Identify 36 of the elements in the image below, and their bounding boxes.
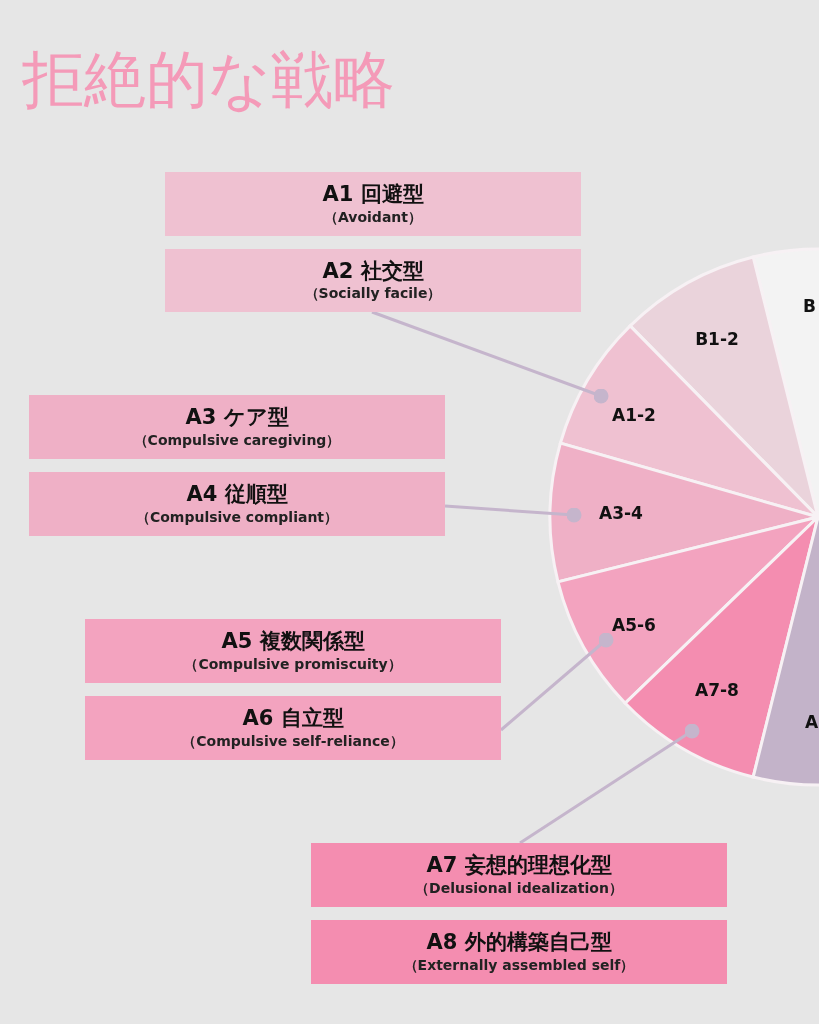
leader-line <box>519 723 700 845</box>
label-box <box>165 172 581 236</box>
slice-label: A5-6 <box>612 615 656 635</box>
english-subtitle: （Compulsive caregiving） <box>133 430 341 449</box>
type-heading: A3 ケア型 <box>185 405 289 431</box>
slice-label: A3-4 <box>599 503 643 523</box>
english-subtitle: （Compulsive compliant） <box>135 507 339 526</box>
english-subtitle: （Avoidant） <box>324 207 422 226</box>
english-subtitle: （Externally assembled self） <box>403 955 635 974</box>
title: 拒絶的な戦略 <box>22 42 395 118</box>
label-box <box>311 843 727 907</box>
label-box <box>85 696 501 760</box>
type-heading: A2 社交型 <box>322 258 424 284</box>
english-subtitle: （Socially facile） <box>304 284 442 303</box>
leader-line <box>444 504 582 523</box>
type-heading: A1 回避型 <box>322 182 424 208</box>
type-heading: A7 妄想的理想化型 <box>426 853 612 879</box>
slice-label: A <box>805 712 819 732</box>
label-box <box>165 249 581 312</box>
slice-label: B1-2 <box>695 329 739 349</box>
slice-label: A1-2 <box>612 405 656 425</box>
type-heading: A4 従順型 <box>186 482 288 508</box>
type-heading: A8 外的構築自己型 <box>426 930 612 956</box>
leader-line <box>371 310 609 404</box>
english-subtitle: （Delusional idealization） <box>415 878 623 897</box>
label-box <box>29 395 445 459</box>
label-box <box>85 619 501 683</box>
slice-label: B <box>803 296 816 316</box>
label-box <box>311 920 727 984</box>
slice-label: A7-8 <box>695 680 739 700</box>
english-subtitle: （Compulsive promiscuity） <box>184 654 402 673</box>
leader-line <box>500 632 614 732</box>
type-heading: A5 複数関係型 <box>221 629 365 655</box>
type-heading: A6 自立型 <box>242 706 344 732</box>
label-box <box>29 472 445 536</box>
english-subtitle: （Compulsive self-reliance） <box>182 731 404 750</box>
